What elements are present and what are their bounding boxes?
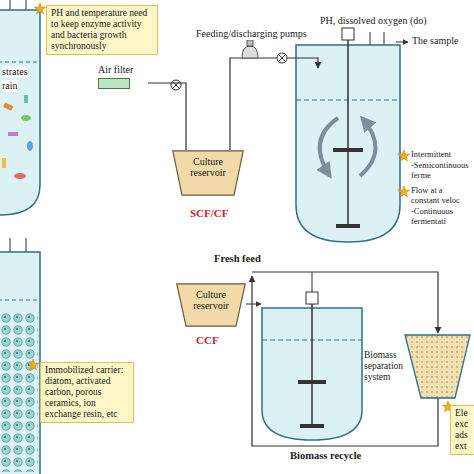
drawing-part: [14, 173, 26, 179]
air-filter: Air filter: [98, 64, 148, 89]
drawing-part: [370, 32, 371, 45]
node-text: Culture reservoir: [185, 156, 231, 178]
drawing-part: [333, 148, 363, 152]
figure-label: PH, dissolved oxygen (do): [320, 15, 427, 27]
figure-label: SCF/CF: [190, 207, 229, 220]
culture-reservoir: Culture reservoir: [176, 283, 246, 327]
drawing-part: [306, 292, 318, 304]
immobilized-vessel: [0, 238, 40, 474]
drawing-part: [171, 80, 181, 90]
figure-label: rain: [2, 80, 18, 92]
drawing-part: [10, 238, 11, 252]
drawing-part: [300, 424, 324, 428]
node-text: Air filter: [98, 64, 148, 75]
reservoir-outline: [177, 284, 245, 326]
figure-label: Fresh feed: [214, 253, 261, 265]
drawing-part: [311, 304, 313, 428]
drawing-part: [312, 272, 313, 292]
figure-label: Biomass recycle: [290, 450, 361, 462]
node-text: Immobilized carrier: diatom, activated c…: [45, 365, 129, 420]
drawing-part: [0, 252, 40, 474]
pipe-connector: [148, 83, 186, 150]
highlight-stars: [27, 3, 453, 412]
drawing-part: [0, 10, 40, 215]
drawing-part: [10, 0, 11, 10]
drawing-part: [2, 158, 6, 168]
reservoir-outline: [173, 151, 243, 195]
drawing-part: [396, 42, 408, 43]
drawing-part: [405, 335, 470, 398]
drawing-part: [342, 28, 354, 40]
drawing-part: [242, 46, 258, 58]
drawing-part: [360, 118, 376, 176]
node-text: PH and temperature need to keep enzyme a…: [51, 8, 153, 52]
drawing-part: [26, 0, 27, 10]
drawing-part: [252, 276, 438, 446]
figure-label: -Continuous fermentati: [411, 207, 473, 227]
drawing-part: [26, 238, 27, 252]
figure-label: Intermittent: [411, 150, 451, 160]
drawing-part: [247, 40, 253, 46]
drawing-part: [0, 62, 40, 63]
drawing-part: [27, 141, 33, 151]
drawing-part: [0, 312, 38, 472]
drawing-part: [398, 186, 409, 197]
drawing-part: [279, 55, 286, 62]
drawing-part: [230, 58, 318, 150]
drawing-part: [21, 115, 31, 121]
ccf-fermenter: [246, 272, 470, 446]
batch-vessel: [0, 0, 40, 215]
drawing-part: [277, 53, 287, 63]
drawing-part: [336, 224, 360, 228]
note-callout: Immobilized carrier: diatom, activated c…: [40, 362, 134, 423]
drawing-part: [0, 300, 40, 301]
drawing-part: [347, 40, 349, 228]
fermenter: [296, 28, 408, 242]
drawing-part: [298, 380, 326, 384]
drawing-part: [27, 359, 38, 370]
node-text: Culture reservoir: [189, 289, 233, 311]
drawing-part: [3, 102, 13, 110]
node-text: Ele exc ads ext: [455, 408, 474, 452]
drawing-part: [384, 32, 385, 45]
figure-label: Flow at a constant veloc: [411, 186, 473, 206]
drawing-part: [34, 3, 45, 14]
feed-line: [171, 40, 318, 150]
figure-label: The sample: [412, 35, 458, 47]
drawing-part: [24, 95, 28, 103]
drawing-part: [398, 150, 409, 161]
drawing-part: [320, 118, 338, 176]
figure-label: Feeding/discharging pumps: [196, 28, 307, 40]
figure-label: -Semicontinuous ferme: [411, 161, 473, 181]
culture-reservoir: Culture reservoir: [172, 150, 244, 196]
figure-label: Biomass separation system: [364, 350, 406, 383]
filter-box: [98, 78, 130, 89]
drawing-part: [8, 132, 18, 136]
figure-label: strates: [2, 66, 28, 78]
note-callout: PH and temperature need to keep enzyme a…: [46, 5, 158, 55]
note-callout: Ele exc ads ext: [450, 405, 474, 455]
drawing-part: [246, 304, 261, 305]
figure-label: CCF: [196, 334, 219, 347]
